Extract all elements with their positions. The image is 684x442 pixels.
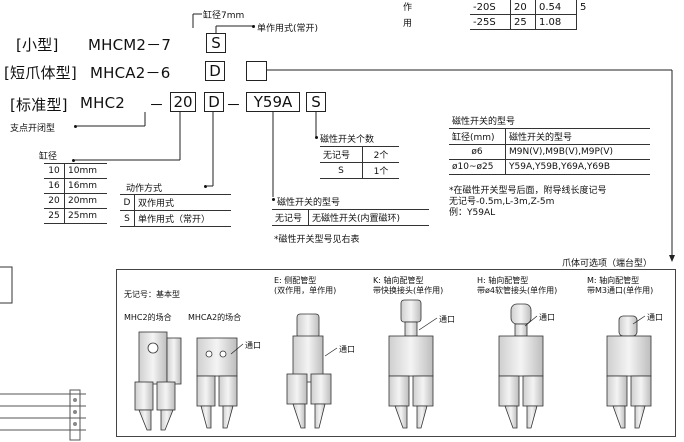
pivot-label: 支点开闭型 [10,124,56,134]
table-row: 缸径(mm)磁性开关的型号 [449,128,650,145]
switch-count-title: 磁性开关个数 [320,135,375,145]
dot [252,25,255,28]
std-switch-box: Y59A [246,92,300,112]
options-panel: 无记号：基本型 MHC2的场合 MHCA2的场合 E: 侧配管型 (双作用，单作… [116,269,676,437]
std-bore-box: 20 [170,92,196,112]
option-empty-box [246,61,267,81]
e-caption: E: 侧配管型 (双作用，单作用) [274,276,337,295]
k-caption: K: 轴向配管型 带快换接头(单作用) [373,276,444,295]
short-code-box: D [205,61,225,81]
h-caption: H: 轴向配管型 带ø4软管接头(单作用) [477,276,558,295]
mhc2-label: MHC2的场合 [124,313,172,322]
dot [74,125,77,128]
switch-model-note: *磁性开关型号见右表 [274,235,360,245]
single-acting-label: 单作用式(常开) [257,24,319,34]
std-dash-2: － [226,96,242,114]
std-type-label: [标准型] [10,96,68,114]
use-label: 作 用 [403,3,413,29]
mhca2-label: MHCA2的场合 [188,313,242,322]
port-callout-2: 通口 [339,345,355,354]
switch-notes: *在磁性开关型号后面，附导线长度记号 无记号-0.5m,L-3m,Z-5m 例：… [449,186,607,218]
table-row: 无记号无磁性开关(内置磁环) [272,209,429,226]
gripper-illustrations [134,299,652,431]
top-partial-table: -20S 20 0.54 5 -25S 25 1.08 [470,0,607,30]
std-model: MHC2 [80,94,126,112]
option-title: 爪体可选项（端台型） [562,259,653,269]
bore-title: 缸径 [39,152,58,162]
short-type-label: [短爪体型] [4,64,77,82]
switch-model-table: 无记号无磁性开关(内置磁环) [272,209,429,226]
small-type-label: [小型] [16,36,59,54]
partial-drawing-left [0,266,13,304]
short-model: MHCA2－6 [90,64,171,82]
dot [315,136,318,139]
std-s-box: S [306,92,326,112]
switch-model-title: 磁性开关的型号 [277,198,341,208]
std-dash-1: － [149,96,165,114]
action-title: 动作方式 [126,184,163,194]
std-code-box: D [204,92,224,112]
dot [72,159,75,162]
port-callout-5: 通口 [647,313,663,322]
m-caption: M: 轴向配管型 带M3通口(单作用) [587,276,654,295]
basic-label: 无记号：基本型 [124,290,180,299]
partial-drawing-bottom-left [0,389,86,441]
port-callout-1: 通口 [245,341,261,350]
dot [272,198,275,201]
small-code-box: S [206,33,226,53]
bore-7mm-label: 缸径7mm [203,11,245,21]
table-row: -20S 20 0.54 5 [470,0,607,15]
small-model: MHCM2－7 [88,36,172,54]
dot [204,185,207,188]
table-row: -25S 25 1.08 [470,14,607,30]
port-callout-4: 通口 [539,313,555,322]
port-callout-3: 通口 [439,315,455,324]
switch-table-title: 磁性开关的型号 [452,117,516,127]
